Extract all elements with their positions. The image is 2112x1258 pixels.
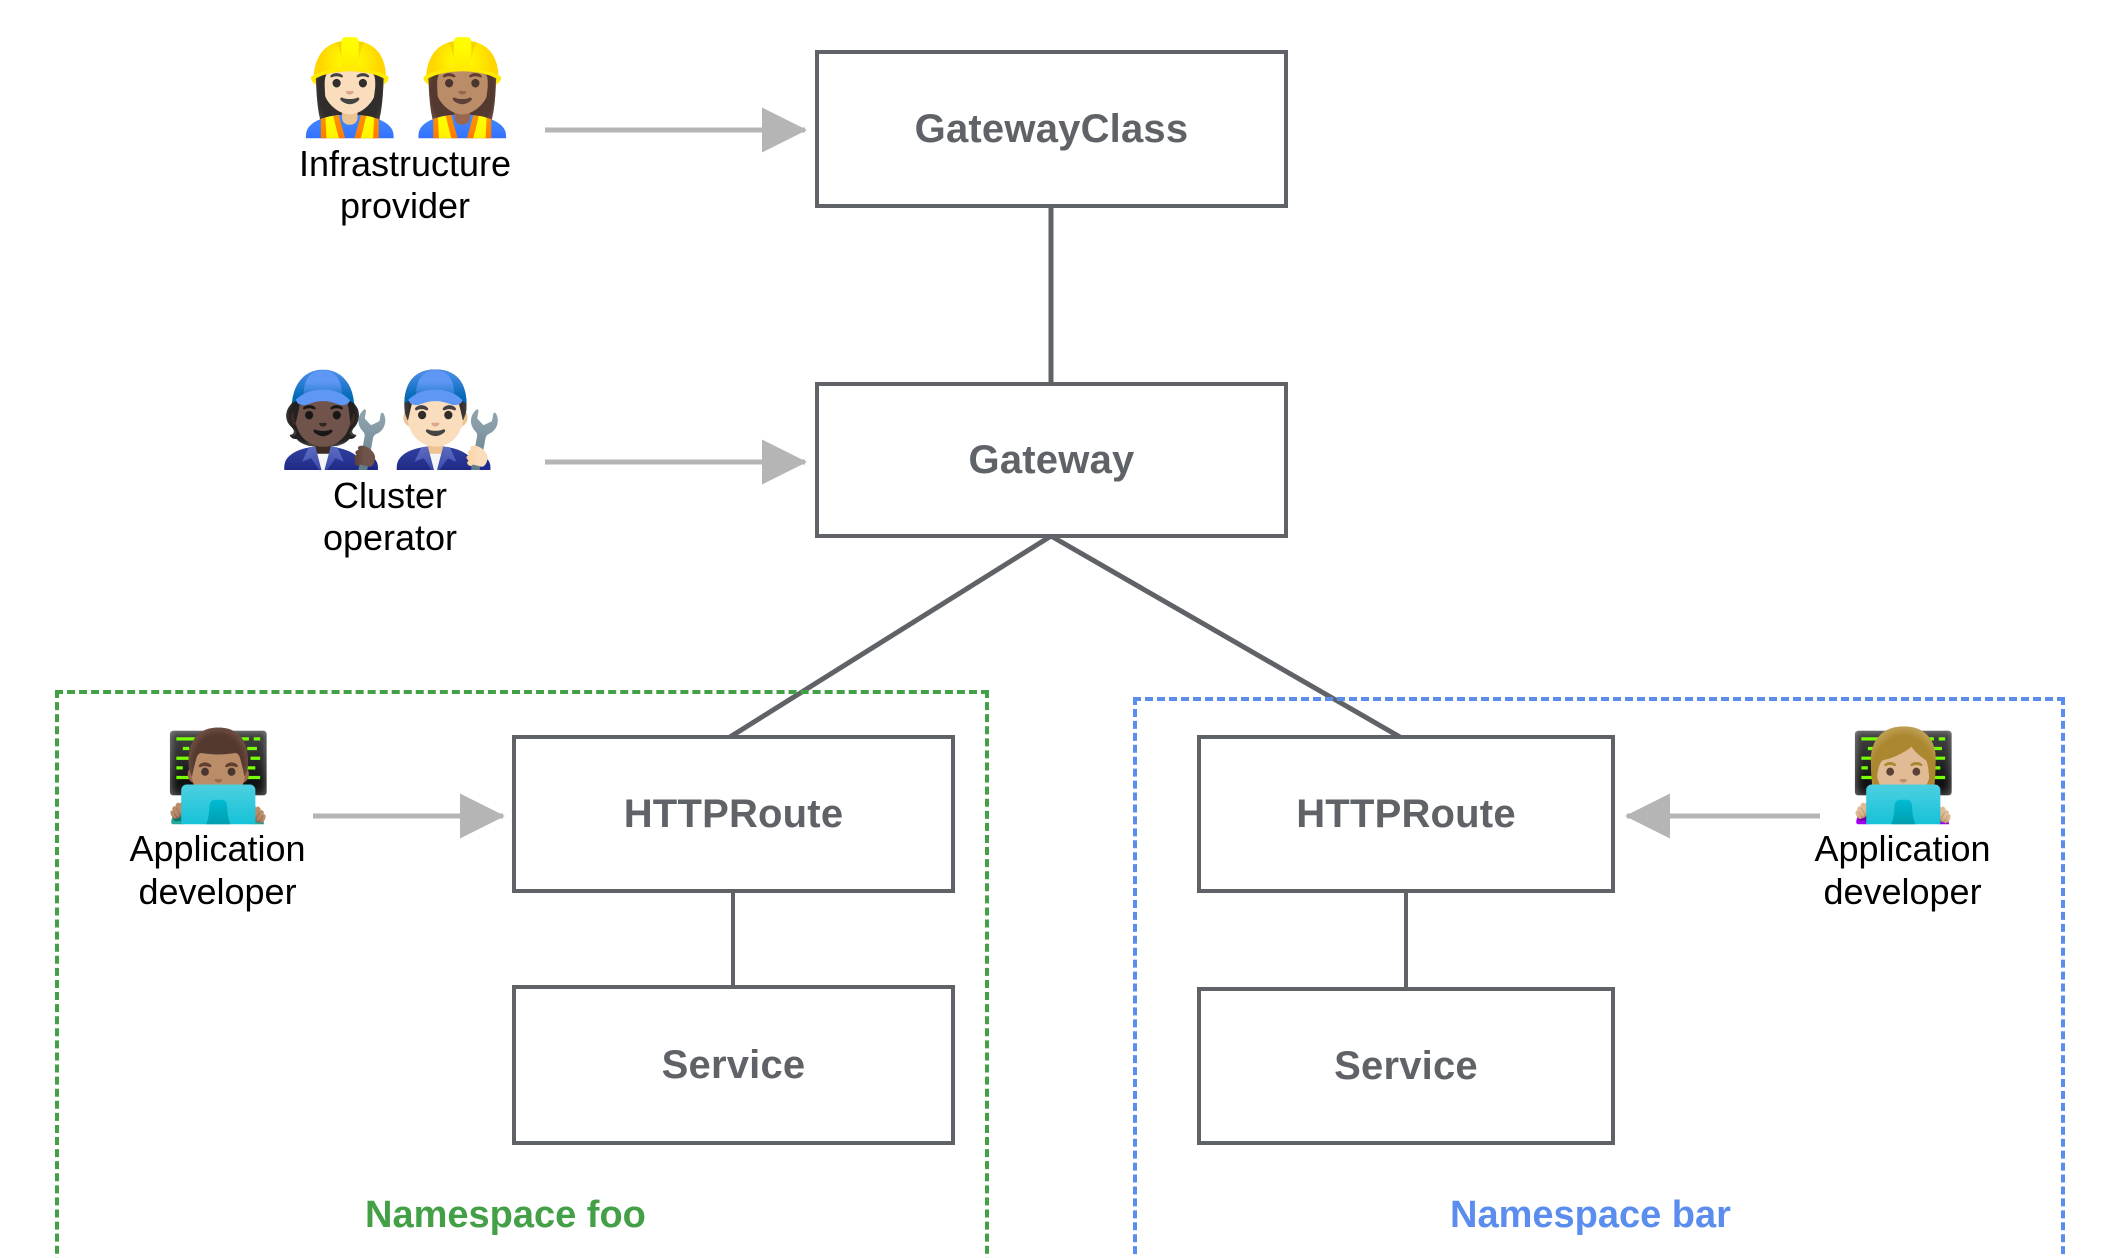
box-httproute-bar-label: HTTPRoute [1296,792,1516,836]
persona-cluster-operator: 🧑🏿‍🔧👨🏻‍🔧 Cluster operator [255,366,525,560]
persona-infrastructure-provider: 👷🏻‍♀️👷🏽‍♀️ Infrastructure provider [270,34,540,228]
persona-application-developer-foo: 👨🏽‍💻 Application developer [105,724,330,913]
persona-application-developer-bar-label: Application developer [1814,828,1991,912]
box-gateway-label: Gateway [968,438,1135,482]
man-technologist-icon: 👨🏽‍💻 [163,724,274,827]
box-gatewayclass-label: GatewayClass [914,107,1189,151]
box-service-bar[interactable]: Service [1197,987,1615,1145]
persona-infrastructure-provider-label: Infrastructure provider [298,142,512,227]
box-gateway[interactable]: Gateway [815,382,1288,538]
persona-application-developer-bar: 👩🏼‍💻 Application developer [1790,724,2015,913]
namespace-bar-label: Namespace bar [1450,1194,1731,1236]
box-service-foo[interactable]: Service [512,985,955,1145]
box-httproute-foo[interactable]: HTTPRoute [512,735,955,893]
namespace-foo-label: Namespace foo [365,1194,646,1236]
box-httproute-foo-label: HTTPRoute [623,792,844,836]
woman-technologist-icon: 👩🏼‍💻 [1848,724,1959,827]
box-gatewayclass[interactable]: GatewayClass [815,50,1288,208]
mechanic-icon: 🧑🏿‍🔧👨🏻‍🔧 [277,366,504,473]
box-service-foo-label: Service [661,1043,806,1087]
persona-application-developer-foo-label: Application developer [129,828,306,912]
persona-cluster-operator-label: Cluster operator [322,474,458,559]
namespace-foo-boundary [55,690,989,1258]
box-httproute-bar[interactable]: HTTPRoute [1197,735,1615,893]
namespace-bar-boundary [1133,697,2065,1258]
box-service-bar-label: Service [1334,1044,1478,1088]
woman-construction-worker-icon: 👷🏻‍♀️👷🏽‍♀️ [292,34,519,141]
